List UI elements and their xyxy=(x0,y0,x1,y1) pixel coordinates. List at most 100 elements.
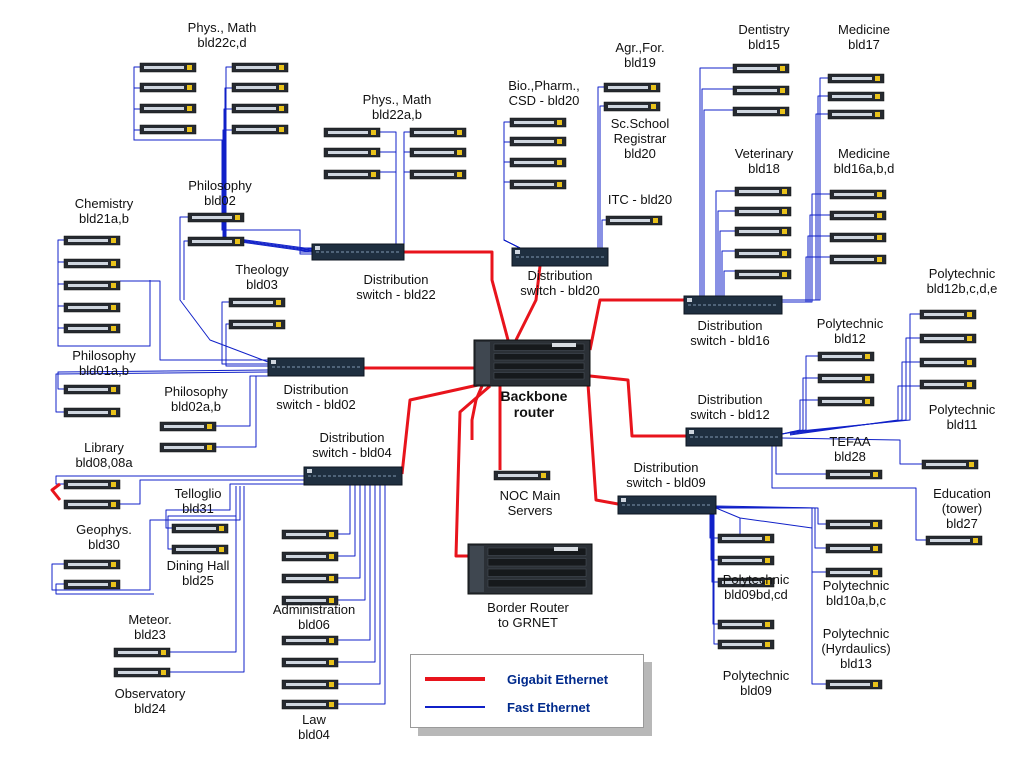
label-line: Library xyxy=(84,440,124,455)
supervisor xyxy=(476,342,490,384)
gigabit-link xyxy=(470,385,484,440)
fast-link xyxy=(338,485,366,601)
switch-ports xyxy=(328,173,368,176)
fast-link xyxy=(503,161,521,249)
label-line: Geophys. xyxy=(76,522,132,537)
line-card xyxy=(493,353,585,361)
switch-ports xyxy=(830,571,870,574)
fast-link xyxy=(179,216,269,363)
label-line: (Hyrdaulics) xyxy=(821,641,891,656)
label-line: bld12b,c,d,e xyxy=(926,281,998,296)
label-line: Philosophy xyxy=(72,348,136,363)
switch-led xyxy=(780,66,785,71)
label-line: Sc.School xyxy=(610,116,670,131)
access-switch xyxy=(323,147,381,158)
fast-link xyxy=(715,507,826,685)
label-line: Telloglio xyxy=(174,486,222,501)
fast-link xyxy=(503,181,521,249)
switch-ports xyxy=(68,239,108,242)
switch-led xyxy=(865,399,870,404)
access-switch xyxy=(63,280,121,291)
switch-ports xyxy=(832,95,872,98)
fast-link xyxy=(597,86,604,248)
access-switch xyxy=(63,559,121,570)
switch-ports xyxy=(144,86,184,89)
switch-ports xyxy=(739,230,779,233)
switch-led xyxy=(329,660,334,665)
switch-ports xyxy=(176,527,216,530)
switch-ports xyxy=(328,151,368,154)
label-line: switch - bld02 xyxy=(276,397,356,412)
fast-link xyxy=(723,270,735,296)
access-switch xyxy=(139,82,197,93)
switch-ports xyxy=(176,548,216,551)
fast-link xyxy=(771,446,926,541)
label-meteor: Meteor.bld23 xyxy=(128,612,171,642)
label-line: TEFAA xyxy=(829,434,871,449)
access-switch xyxy=(827,91,885,102)
fast-link xyxy=(601,219,606,248)
brand-plate xyxy=(554,547,578,551)
switch-ports xyxy=(926,463,966,466)
switch-ports xyxy=(924,383,964,386)
switch-led xyxy=(557,182,562,187)
switch-led xyxy=(219,547,224,552)
fast-link xyxy=(221,301,268,365)
switch-ports xyxy=(739,190,779,193)
fast-link xyxy=(380,171,397,244)
fast-link xyxy=(170,486,245,673)
switch-ports xyxy=(830,683,870,686)
switch-led xyxy=(873,472,878,477)
chassis-badge xyxy=(621,498,626,502)
legend-fast-label: Fast Ethernet xyxy=(507,699,591,715)
switch-ports xyxy=(236,107,276,110)
switch-ports xyxy=(414,151,454,154)
fast-link xyxy=(224,87,313,252)
switch-led xyxy=(279,127,284,132)
fast-link xyxy=(57,369,269,390)
fast-link xyxy=(338,485,381,685)
switch-led xyxy=(875,76,880,81)
access-switch xyxy=(231,124,289,135)
switch-led xyxy=(873,522,878,527)
fast-link xyxy=(717,210,735,296)
access-switch xyxy=(603,82,661,93)
switch-led xyxy=(780,109,785,114)
switch-led xyxy=(371,150,376,155)
switch-ports xyxy=(68,563,108,566)
label-line: Distribution xyxy=(697,392,763,407)
label-line: Polytechnic xyxy=(928,402,996,417)
chassis xyxy=(511,247,609,267)
access-switch xyxy=(829,254,887,265)
switch-led xyxy=(557,160,562,165)
access-switch xyxy=(63,407,121,418)
label-line: bld18 xyxy=(748,161,780,176)
switch-ports xyxy=(286,639,326,642)
label-line: switch - bld20 xyxy=(520,283,600,298)
label-line: router xyxy=(513,404,555,420)
switch-ports xyxy=(328,131,368,134)
switch-ports xyxy=(924,361,964,364)
label-line: Phys., Math xyxy=(187,20,257,35)
switch-ports xyxy=(830,523,870,526)
chassis-badge xyxy=(307,469,312,473)
switch-led xyxy=(877,192,882,197)
access-switch xyxy=(231,103,289,114)
fast-link xyxy=(721,250,735,296)
line-card xyxy=(493,372,585,380)
fast-link xyxy=(701,88,733,296)
switch-ports xyxy=(834,258,874,261)
access-switch xyxy=(63,579,121,590)
access-switch xyxy=(231,82,289,93)
switch-ports xyxy=(286,533,326,536)
access-switch xyxy=(281,551,339,562)
